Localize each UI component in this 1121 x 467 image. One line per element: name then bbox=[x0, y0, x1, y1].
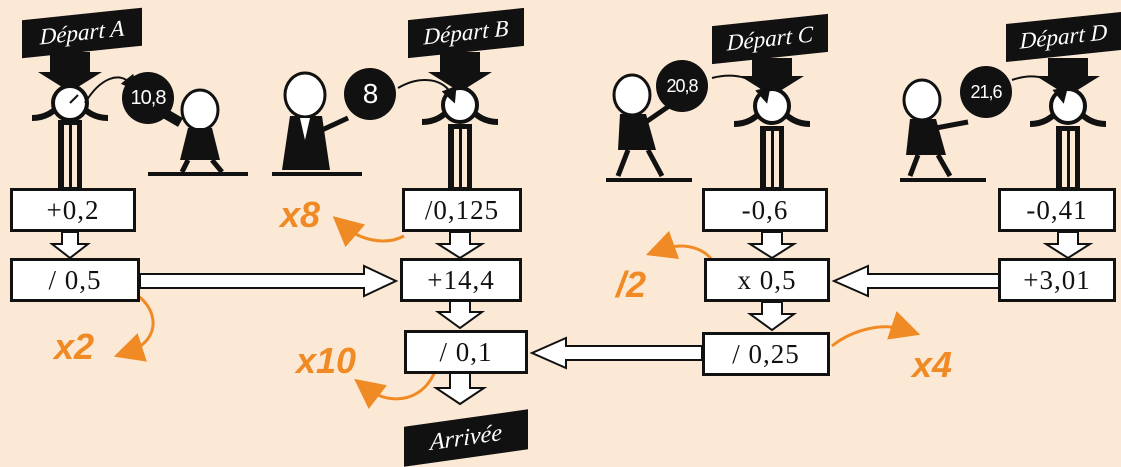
down-arrow-d1 bbox=[1042, 231, 1094, 260]
start-value-c: 20,8 bbox=[656, 60, 708, 112]
cartoon-character-icon-d bbox=[900, 78, 986, 182]
op-box-c3: / 0,25 bbox=[702, 332, 830, 376]
gauge-icon-b bbox=[397, 79, 479, 124]
cartoon-character-icon-c bbox=[606, 73, 692, 182]
down-arrow-c2 bbox=[746, 301, 798, 332]
start-value-b: 8 bbox=[344, 68, 396, 120]
start-value-a: 10,8 bbox=[122, 72, 174, 124]
op-box-c1: -0,6 bbox=[702, 188, 828, 232]
op-box-b1: /0,125 bbox=[402, 188, 522, 232]
op-box-d1: -0,41 bbox=[998, 188, 1116, 232]
hint-arrow-b1 bbox=[332, 216, 405, 248]
hint-c2: /2 bbox=[616, 264, 647, 305]
right-arrow-a-to-b bbox=[139, 264, 399, 298]
cartoon-character-icon-b bbox=[272, 71, 362, 176]
down-arrow-b1 bbox=[434, 231, 486, 260]
hint-c3: x4 bbox=[912, 344, 953, 385]
hint-a2: x2 bbox=[54, 326, 95, 367]
op-box-b2: +14,4 bbox=[400, 258, 522, 302]
down-arrow-a1 bbox=[49, 231, 91, 260]
op-box-c2: x 0,5 bbox=[704, 258, 830, 302]
down-arrow-b2 bbox=[434, 299, 486, 330]
down-arrow-b3 bbox=[432, 371, 488, 406]
op-box-b3: / 0,1 bbox=[404, 330, 528, 374]
op-box-a2: / 0,5 bbox=[10, 258, 140, 302]
gauge-icon-c bbox=[711, 74, 791, 125]
left-arrow-d-to-c bbox=[831, 264, 1001, 298]
hint-b1: x8 bbox=[280, 194, 321, 235]
hint-arrow-c3 bbox=[831, 311, 921, 348]
hint-arrow-b3 bbox=[354, 367, 438, 410]
op-box-d2: +3,01 bbox=[998, 258, 1116, 302]
op-box-a1: +0,2 bbox=[10, 188, 136, 232]
cartoon-character-icon-a bbox=[148, 88, 248, 176]
down-arrow-c1 bbox=[746, 231, 798, 260]
hint-b3: x10 bbox=[296, 340, 357, 381]
left-arrow-c-to-b bbox=[529, 336, 703, 370]
gauge-icon-d bbox=[1011, 75, 1087, 125]
start-value-d: 21,6 bbox=[960, 66, 1012, 118]
